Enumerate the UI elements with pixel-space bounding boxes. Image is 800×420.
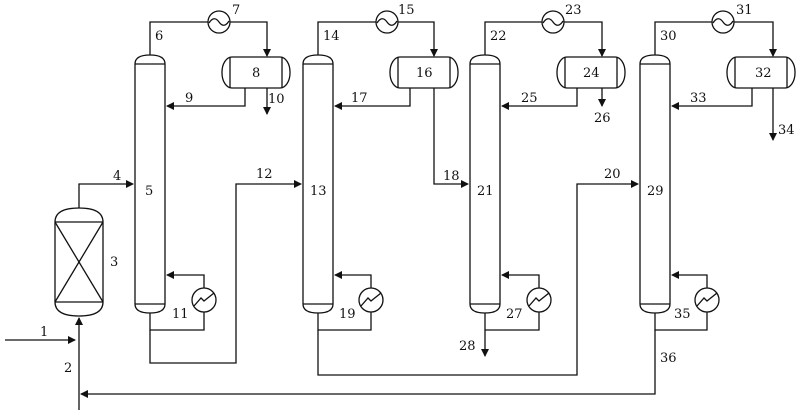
label-36: 36 [660,351,677,366]
reboiler-27-piping [484,312,540,331]
reboiler-19 [358,287,384,313]
label-28: 28 [459,339,476,354]
label-8: 8 [252,66,260,81]
column-21 [469,54,501,314]
label-18: 18 [443,169,460,184]
label-3: 3 [110,255,118,270]
reboiler-19-piping [317,312,372,331]
reboiler-27-return [501,271,540,288]
condenser-31 [711,10,735,34]
label-7: 7 [232,3,240,18]
condenser-7 [207,10,231,34]
label-4: 4 [113,169,121,184]
label-19: 19 [339,307,356,322]
labels: 1 2 3 4 5 6 7 8 9 10 11 12 13 14 15 16 1… [40,3,795,376]
stream-20-line [317,180,639,376]
label-26: 26 [594,111,611,126]
drum-32 [726,56,796,89]
label-30: 30 [660,29,677,44]
reboiler-11-return [166,271,205,288]
stream-25-line [501,88,578,110]
stream-9-line [166,88,246,110]
stream-30-line [654,21,712,55]
reboiler-27 [526,287,552,313]
column-29 [639,54,671,314]
stream-4-line [78,180,134,208]
label-9: 9 [185,91,193,106]
condenser-23 [541,10,565,34]
label-32: 32 [755,66,772,81]
label-35: 35 [674,307,691,322]
reboiler-19-return [334,271,372,288]
stream-31-line [734,21,777,57]
label-21: 21 [477,184,494,199]
column-5 [134,54,166,314]
stream-14-line [317,21,376,55]
drum-24 [556,56,626,89]
label-22: 22 [490,29,507,44]
stream-23-line [564,21,606,57]
reboiler-11-piping [149,312,205,331]
label-25: 25 [521,91,538,106]
reactor-3 [54,207,104,317]
label-24: 24 [583,66,600,81]
label-29: 29 [647,184,664,199]
stream-17-line [334,88,411,110]
stream-lines [5,21,777,410]
stream-33-line [671,88,753,110]
stream-18-line [433,88,469,188]
label-33: 33 [690,91,707,106]
label-27: 27 [506,307,523,322]
stream-22-line [484,21,542,55]
label-20: 20 [604,167,621,182]
drum-16 [389,56,459,89]
reboiler-35 [694,287,720,313]
stream-6-line [149,21,208,55]
label-15: 15 [398,3,415,18]
label-11: 11 [172,307,189,322]
label-17: 17 [351,91,368,106]
label-10: 10 [268,92,285,107]
label-14: 14 [323,29,340,44]
condenser-15 [375,10,399,34]
reboiler-11 [191,287,217,313]
stream-7-line [230,21,271,57]
stream-15-line [398,21,438,57]
column-13 [302,54,334,314]
label-31: 31 [736,3,753,18]
label-34: 34 [778,123,795,138]
reboiler-35-piping [654,312,708,331]
label-13: 13 [310,184,327,199]
drum-8 [221,56,291,89]
label-5: 5 [145,184,153,199]
label-16: 16 [416,66,433,81]
label-12: 12 [256,167,273,182]
stream-36-line [80,330,656,398]
stream-12-line [149,180,302,364]
label-23: 23 [565,3,582,18]
label-2: 2 [64,361,72,376]
reboiler-35-return [671,271,708,288]
label-1: 1 [40,325,48,340]
label-6: 6 [155,29,163,44]
